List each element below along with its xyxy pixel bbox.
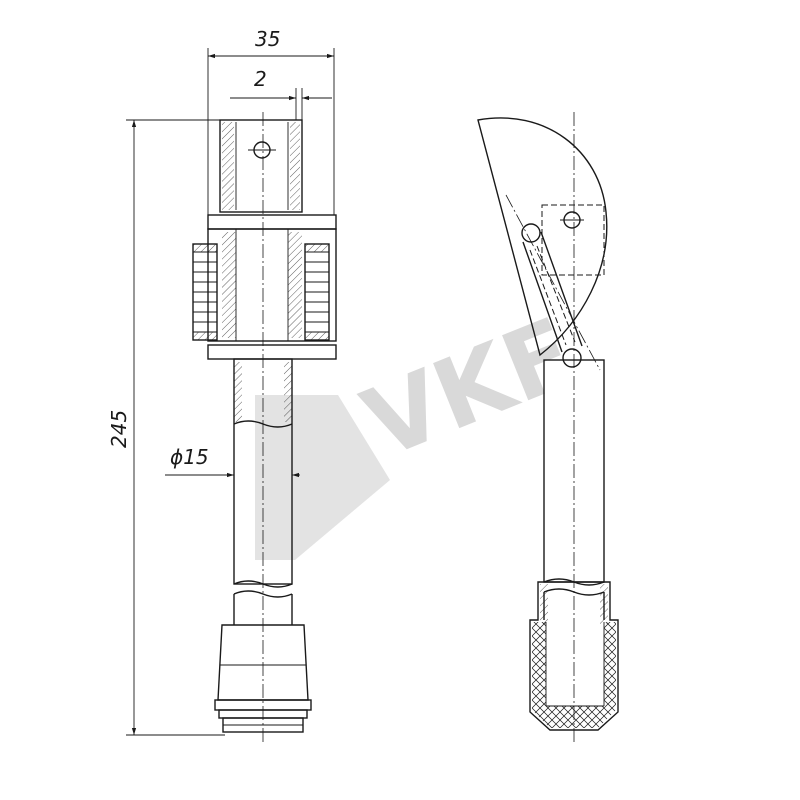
rubber-foot-section (529, 581, 619, 731)
dim-offset-small: 2 (254, 67, 267, 91)
pivot-lower (562, 348, 582, 368)
pivot-upper (521, 223, 541, 243)
front-view (192, 112, 337, 742)
dim-width-top: 35 (255, 27, 280, 51)
watermark-logo-shape (255, 395, 390, 560)
spring-right (304, 243, 330, 341)
dim-height-total: 245 (107, 410, 131, 448)
dim-diameter: ϕ15 (170, 445, 209, 469)
top-bracket (219, 119, 303, 213)
spring-left (192, 243, 218, 341)
side-bracket (541, 204, 605, 276)
hinge-housing (207, 228, 337, 342)
watermark-text: VKF (349, 296, 590, 480)
cam-plate (477, 117, 608, 357)
dimensions: 35 2 245 ϕ15 (107, 27, 335, 736)
hinge-block (207, 214, 337, 230)
side-view (477, 112, 619, 742)
